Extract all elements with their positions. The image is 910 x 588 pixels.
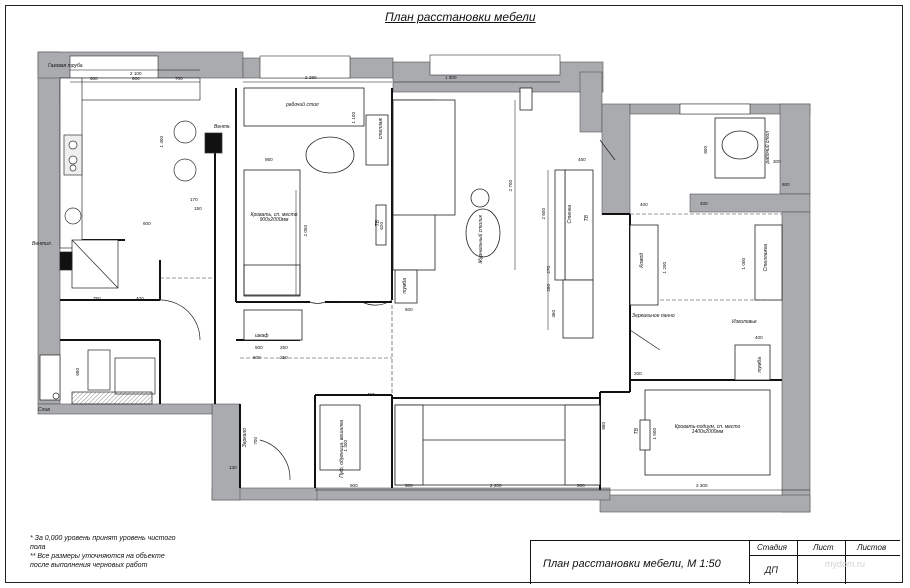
note-line-3: ** Все размеры уточняются на объекте	[30, 553, 165, 560]
dim-450a: 450	[578, 157, 586, 162]
mirror-label: Зеркало	[242, 428, 248, 448]
sheet-title: План расстановки мебели, М 1:50	[543, 558, 721, 570]
work-desk-label: рабочий стол	[765, 131, 771, 164]
dim-400a: 400	[640, 202, 648, 207]
dim-150: 150	[194, 206, 202, 211]
dim-400d: 400	[700, 201, 708, 206]
shelving-label: Стеллажка	[763, 244, 769, 272]
drawing-frame	[5, 5, 903, 583]
dim-1100: 1 100	[351, 112, 356, 124]
dim-2300: 2 300	[696, 483, 708, 488]
stage-value: ДП	[765, 565, 778, 575]
dim-1000: 1 000	[741, 258, 746, 270]
drain-label: Слив	[38, 407, 50, 413]
podium-bed-label: Кровать-подиум, сп. место 1400х2000мм	[674, 424, 741, 435]
wardrobe	[319, 404, 601, 486]
note-line-1: * За 0,000 уровень принят уровень чистог…	[30, 535, 176, 542]
dim-600d: 600	[782, 182, 790, 187]
wall-unit-label: Стенка	[567, 205, 573, 224]
dim-750: 750	[93, 296, 101, 301]
mirror-panel-label: Зеркальное панно	[632, 313, 675, 319]
vent-label-kitchen: Вентк.	[214, 124, 231, 130]
dim-700b: 700	[253, 437, 258, 445]
wall-left	[37, 51, 61, 405]
dim-1200: 1 200	[662, 262, 667, 274]
tv-label-right: ТВ	[634, 428, 640, 435]
dim-500a: 500	[253, 355, 261, 360]
dim-680: 680	[75, 368, 80, 376]
dim-950: 950	[265, 157, 273, 162]
dim-1800: 1 800	[445, 75, 457, 80]
coffee-table-label: Журнальный столик	[478, 215, 484, 264]
dim-130: 130	[229, 465, 237, 470]
dim-170: 170	[190, 197, 198, 202]
tv-label-living: ТВ	[584, 215, 590, 222]
bedroom-furniture	[243, 87, 389, 341]
drawing-title: План расстановки мебели	[385, 10, 536, 24]
watermark: mydom.ru	[825, 559, 866, 569]
vent-label-bath: Вентил.	[32, 241, 53, 247]
doors	[159, 139, 661, 481]
dim-270: 270	[546, 266, 551, 274]
general-notes: * За 0,000 уровень принят уровень чистог…	[30, 534, 176, 570]
dim-2050: 2 050	[303, 225, 308, 237]
note-line-4: после выполнения черновых работ	[30, 562, 148, 569]
dim-2700: 2 700	[508, 180, 513, 192]
right-bedroom-furniture	[629, 117, 783, 476]
tumba-label-bedroom: тумба	[757, 357, 763, 373]
dim-2200: 2 200	[490, 483, 502, 488]
dim-600a: 600	[90, 76, 98, 81]
dim-500b: 500	[255, 345, 263, 350]
dim-1500: 1 500	[652, 428, 657, 440]
dim-500d: 500	[405, 483, 413, 488]
kitchen	[59, 77, 223, 249]
dim-700a: 700	[175, 76, 183, 81]
stage-header: Стадия	[757, 543, 787, 552]
dim-450b: 450	[367, 392, 375, 397]
walls	[37, 51, 811, 513]
dim-500c: 500	[405, 307, 413, 312]
dim-2280: 2 280	[305, 75, 317, 80]
sheet-header: Лист	[813, 543, 834, 552]
shelves-label: стеллаж	[378, 118, 384, 140]
dim-800: 800	[703, 146, 708, 154]
dim-2600: 2 600	[541, 208, 546, 220]
dim-880: 880	[601, 422, 606, 430]
tumba-label-living: тумба	[402, 278, 408, 294]
dim-600b: 600	[132, 76, 140, 81]
dim-400c: 400	[755, 335, 763, 340]
dim-400b: 400	[136, 296, 144, 301]
dim-1400: 1 400	[159, 136, 164, 148]
dimension-lines	[68, 69, 810, 491]
bathroom	[39, 239, 156, 405]
dim-620: 620	[379, 222, 384, 230]
desk-label: рабочий стол	[286, 102, 319, 108]
dim-280: 280	[546, 284, 551, 292]
dim-250b: 250	[280, 345, 288, 350]
dim-1300: 1 300	[343, 440, 348, 452]
dim-900: 900	[350, 483, 358, 488]
cabinet-label: шкаф	[255, 333, 269, 339]
dim-500e: 500	[577, 483, 585, 488]
gas-pipe-label: Газовая труба	[48, 63, 83, 69]
dim-460: 460	[551, 310, 556, 318]
dim-2100: 2 100	[130, 71, 142, 76]
bed-label: Кровать, сп. место 900х2000мм	[250, 212, 298, 223]
living-furniture	[392, 87, 594, 339]
note-line-2: пола	[30, 544, 46, 551]
dim-200: 200	[634, 371, 642, 376]
dim-250: 250	[280, 355, 288, 360]
sheets-header: Листов	[857, 543, 887, 552]
dresser-label: Комод	[639, 253, 645, 268]
title-block: План расстановки мебели, М 1:50 Стадия Л…	[530, 540, 900, 584]
windows	[69, 54, 751, 115]
headboard-label: Изголовье	[732, 319, 757, 325]
dim-300: 300	[773, 159, 781, 164]
dim-600c: 600	[143, 221, 151, 226]
